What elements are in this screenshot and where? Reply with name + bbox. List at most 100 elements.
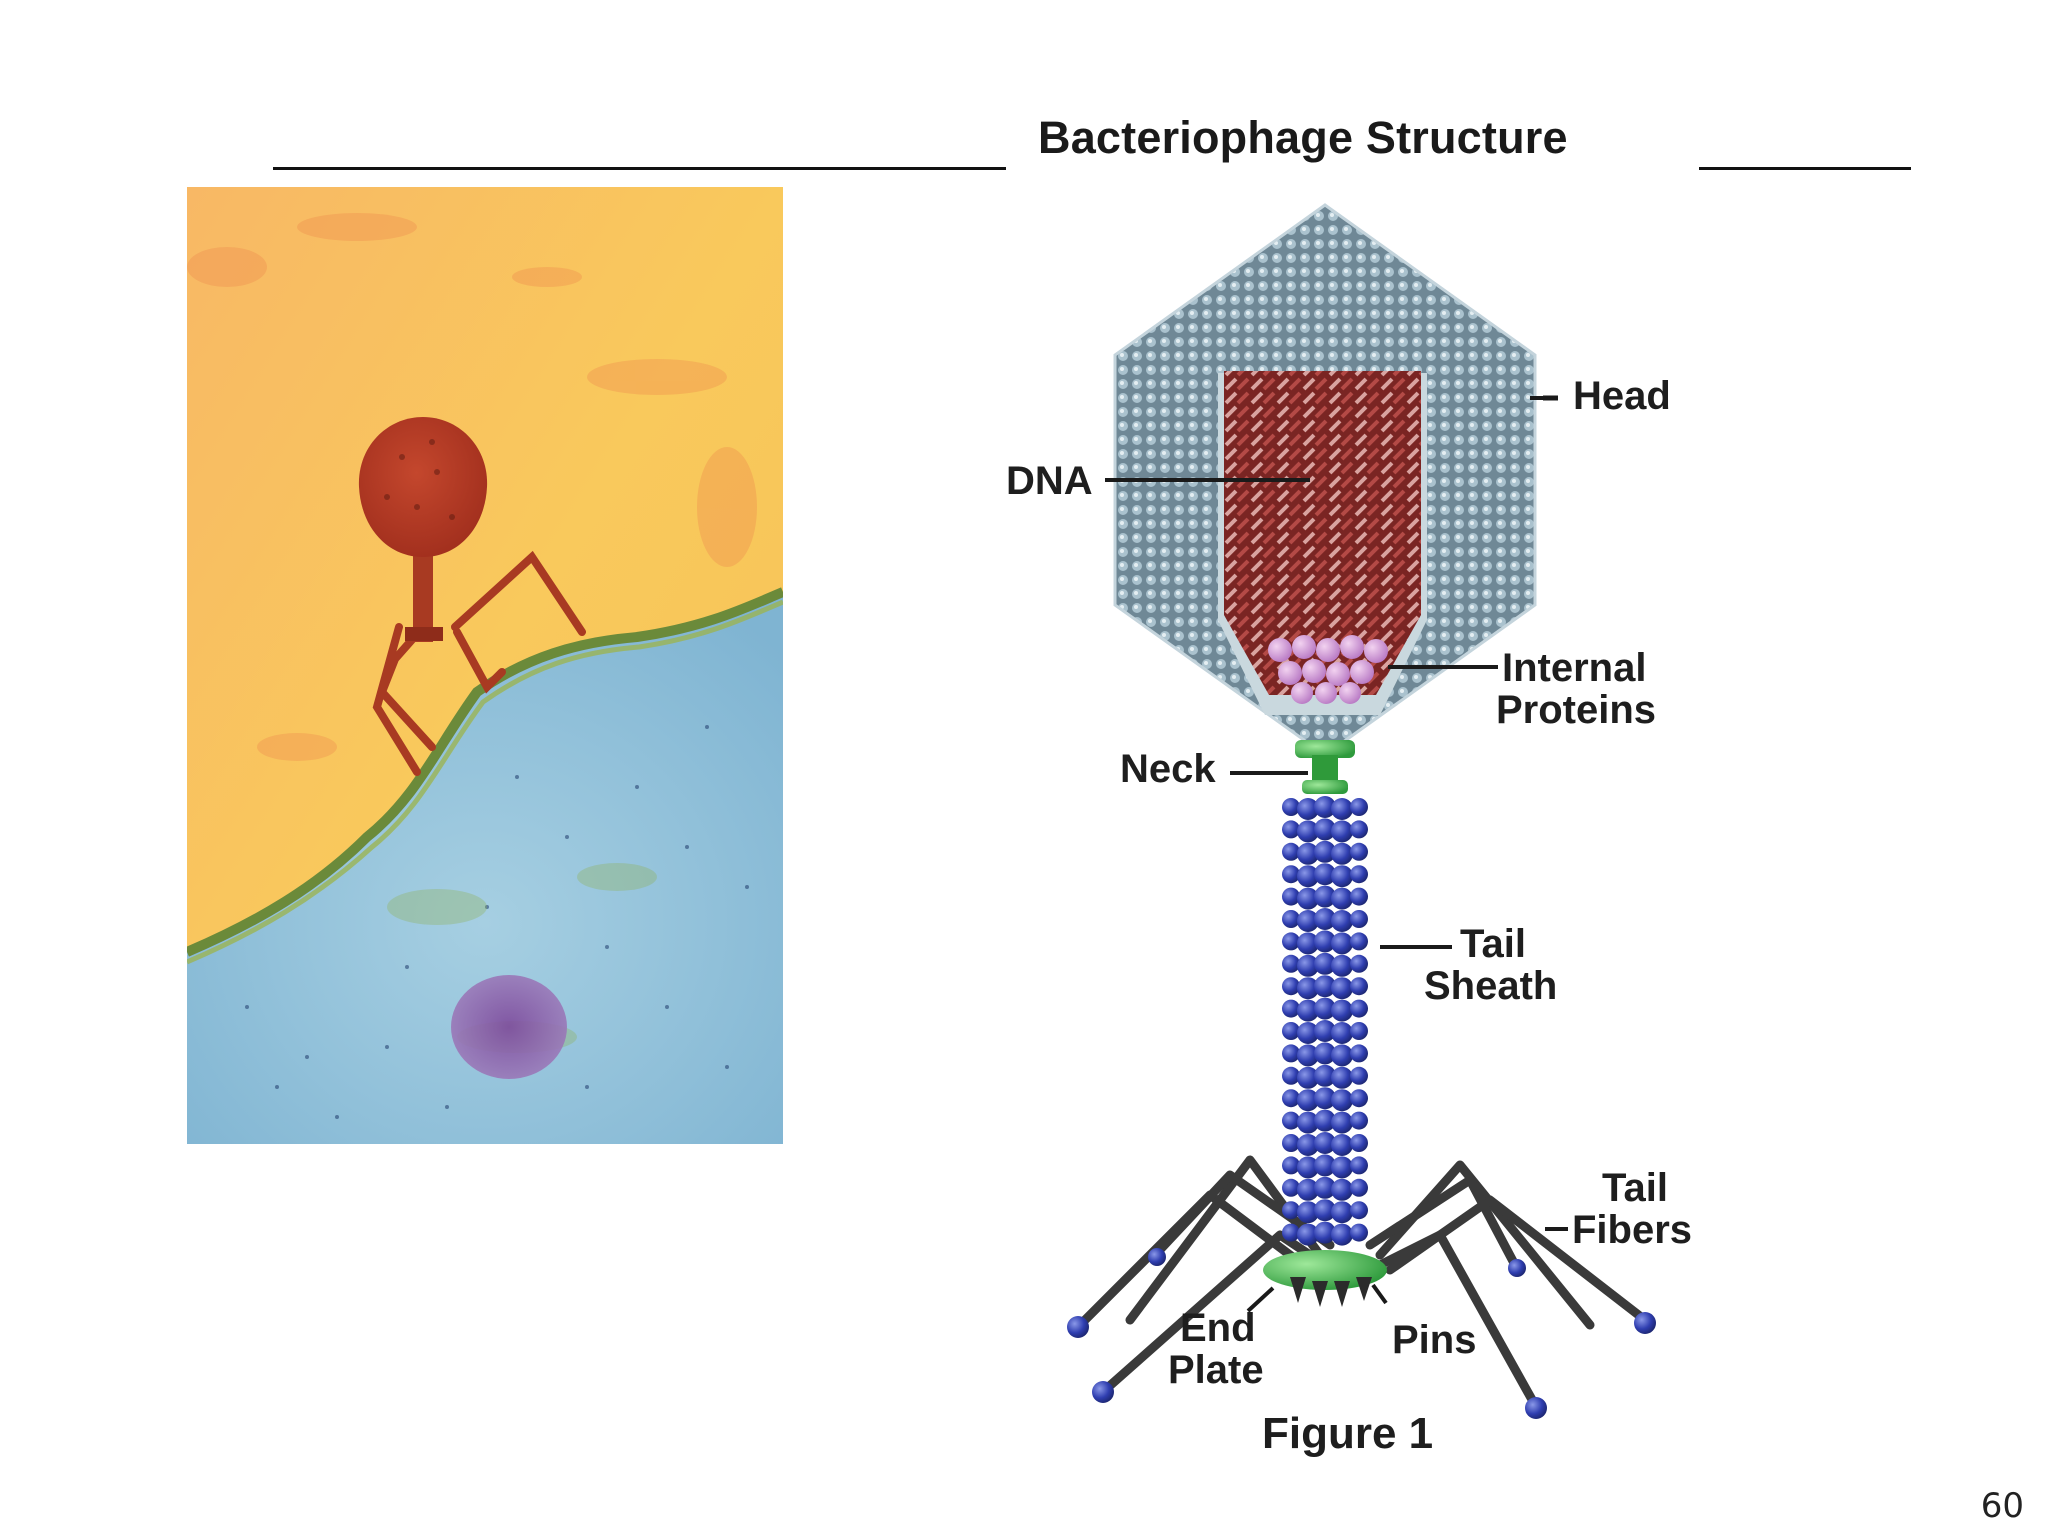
sheath-bead bbox=[1282, 842, 1300, 861]
label-internal-proteins-2: Proteins bbox=[1496, 688, 1657, 732]
sheath-bead bbox=[1314, 1199, 1336, 1222]
sheath-bead bbox=[1282, 820, 1300, 839]
label-end-plate-1: End bbox=[1180, 1306, 1256, 1350]
sheath-bead bbox=[1297, 910, 1319, 932]
sheath-bead bbox=[1314, 997, 1336, 1020]
sheath-bead bbox=[1297, 977, 1319, 1000]
figure-caption: Figure 1 bbox=[1262, 1409, 1434, 1458]
sheath-bead bbox=[1331, 1134, 1353, 1156]
sheath-bead bbox=[1331, 999, 1353, 1022]
sheath-bead bbox=[1297, 1223, 1319, 1246]
sheath-bead bbox=[1297, 1134, 1319, 1156]
sheath-bead bbox=[1297, 1178, 1319, 1201]
sheath-bead bbox=[1314, 975, 1336, 998]
slide-title: Bacteriophage Structure bbox=[1038, 112, 1568, 163]
sheath-bead bbox=[1314, 1221, 1336, 1244]
sheath-bead bbox=[1331, 977, 1353, 1000]
sheath-bead bbox=[1297, 865, 1319, 888]
sheath-bead bbox=[1350, 932, 1368, 951]
sheath-bead bbox=[1350, 842, 1368, 861]
sheath-bead bbox=[1314, 1020, 1336, 1042]
sheath-bead bbox=[1282, 1044, 1300, 1063]
label-internal-proteins-1: Internal bbox=[1502, 646, 1647, 690]
sheath-bead bbox=[1314, 1176, 1336, 1199]
sheath-bead bbox=[1282, 1066, 1300, 1085]
sheath-bead bbox=[1331, 1178, 1353, 1201]
sheath-bead bbox=[1282, 1223, 1300, 1242]
sheath-bead bbox=[1331, 932, 1353, 955]
sheath-bead bbox=[1297, 842, 1319, 865]
sheath-bead bbox=[1282, 1156, 1300, 1175]
sheath-bead bbox=[1297, 1066, 1319, 1089]
label-neck: Neck bbox=[1120, 747, 1216, 791]
sheath-bead bbox=[1350, 1223, 1368, 1242]
sheath-bead bbox=[1282, 1111, 1300, 1130]
sheath-bead bbox=[1350, 954, 1368, 973]
page-number: 60 bbox=[1980, 1486, 2024, 1526]
sheath-bead bbox=[1350, 999, 1368, 1018]
sheath-bead bbox=[1331, 1044, 1353, 1067]
sheath-bead bbox=[1350, 820, 1368, 839]
sheath-bead bbox=[1314, 908, 1336, 930]
sheath-bead bbox=[1314, 1042, 1336, 1065]
sheath-bead bbox=[1331, 1066, 1353, 1089]
sheath-bead bbox=[1297, 932, 1319, 955]
sheath-bead bbox=[1314, 885, 1336, 908]
sheath-bead bbox=[1282, 977, 1300, 996]
bacteriophage-diagram: Head DNA Internal Proteins Neck Tail She… bbox=[990, 195, 1730, 1485]
sheath-bead bbox=[1314, 1087, 1336, 1110]
sheath-bead bbox=[1297, 999, 1319, 1022]
sheath-bead bbox=[1314, 952, 1336, 975]
sheath-bead bbox=[1314, 1109, 1336, 1132]
sheath-bead bbox=[1297, 1044, 1319, 1067]
label-tail-sheath-2: Sheath bbox=[1424, 964, 1558, 1008]
sheath-bead bbox=[1282, 1022, 1300, 1040]
title-rule-right bbox=[1699, 167, 1911, 170]
sheath-bead bbox=[1282, 954, 1300, 973]
sheath-bead bbox=[1350, 1134, 1368, 1152]
sheath-bead bbox=[1282, 798, 1300, 816]
sheath-bead bbox=[1350, 1156, 1368, 1175]
sheath-bead bbox=[1331, 1201, 1353, 1224]
sheath-bead bbox=[1331, 1156, 1353, 1179]
sheath-bead bbox=[1331, 1089, 1353, 1112]
sheath-bead bbox=[1350, 798, 1368, 816]
sheath-bead bbox=[1350, 977, 1368, 996]
sheath-bead bbox=[1297, 1156, 1319, 1179]
sheath-bead bbox=[1314, 840, 1336, 863]
sheath-bead bbox=[1350, 1066, 1368, 1085]
label-tail-fibers-2: Fibers bbox=[1572, 1208, 1693, 1252]
sheath-bead bbox=[1331, 1223, 1353, 1246]
phage-micrograph bbox=[187, 187, 783, 1144]
label-pins: Pins bbox=[1392, 1318, 1477, 1362]
sheath-bead bbox=[1350, 1178, 1368, 1197]
sheath-bead bbox=[1331, 820, 1353, 843]
sheath-bead bbox=[1331, 910, 1353, 932]
sheath-bead bbox=[1350, 1022, 1368, 1040]
sheath-bead bbox=[1297, 1201, 1319, 1224]
sheath-bead bbox=[1314, 1132, 1336, 1154]
sheath-bead bbox=[1297, 887, 1319, 910]
sheath-bead bbox=[1350, 1089, 1368, 1108]
sheath-bead bbox=[1282, 910, 1300, 928]
sheath-bead bbox=[1314, 1154, 1336, 1177]
sheath-bead bbox=[1350, 887, 1368, 906]
sheath-bead bbox=[1282, 1089, 1300, 1108]
sheath-bead bbox=[1297, 954, 1319, 977]
sheath-bead bbox=[1331, 865, 1353, 888]
sheath-bead bbox=[1282, 1201, 1300, 1220]
sheath-bead bbox=[1331, 798, 1353, 820]
sheath-bead bbox=[1331, 1022, 1353, 1044]
sheath-bead bbox=[1314, 796, 1336, 818]
sheath-bead bbox=[1350, 1044, 1368, 1063]
sheath-bead bbox=[1314, 1064, 1336, 1087]
title-rule-left bbox=[273, 167, 1006, 170]
sheath-bead bbox=[1297, 1022, 1319, 1044]
sheath-bead bbox=[1331, 954, 1353, 977]
sheath-bead bbox=[1350, 1201, 1368, 1220]
sheath-bead bbox=[1297, 1089, 1319, 1112]
sheath-bead bbox=[1350, 1111, 1368, 1130]
label-tail-sheath-1: Tail bbox=[1460, 922, 1526, 966]
label-dna: DNA bbox=[1006, 459, 1093, 503]
sheath-bead bbox=[1314, 930, 1336, 953]
